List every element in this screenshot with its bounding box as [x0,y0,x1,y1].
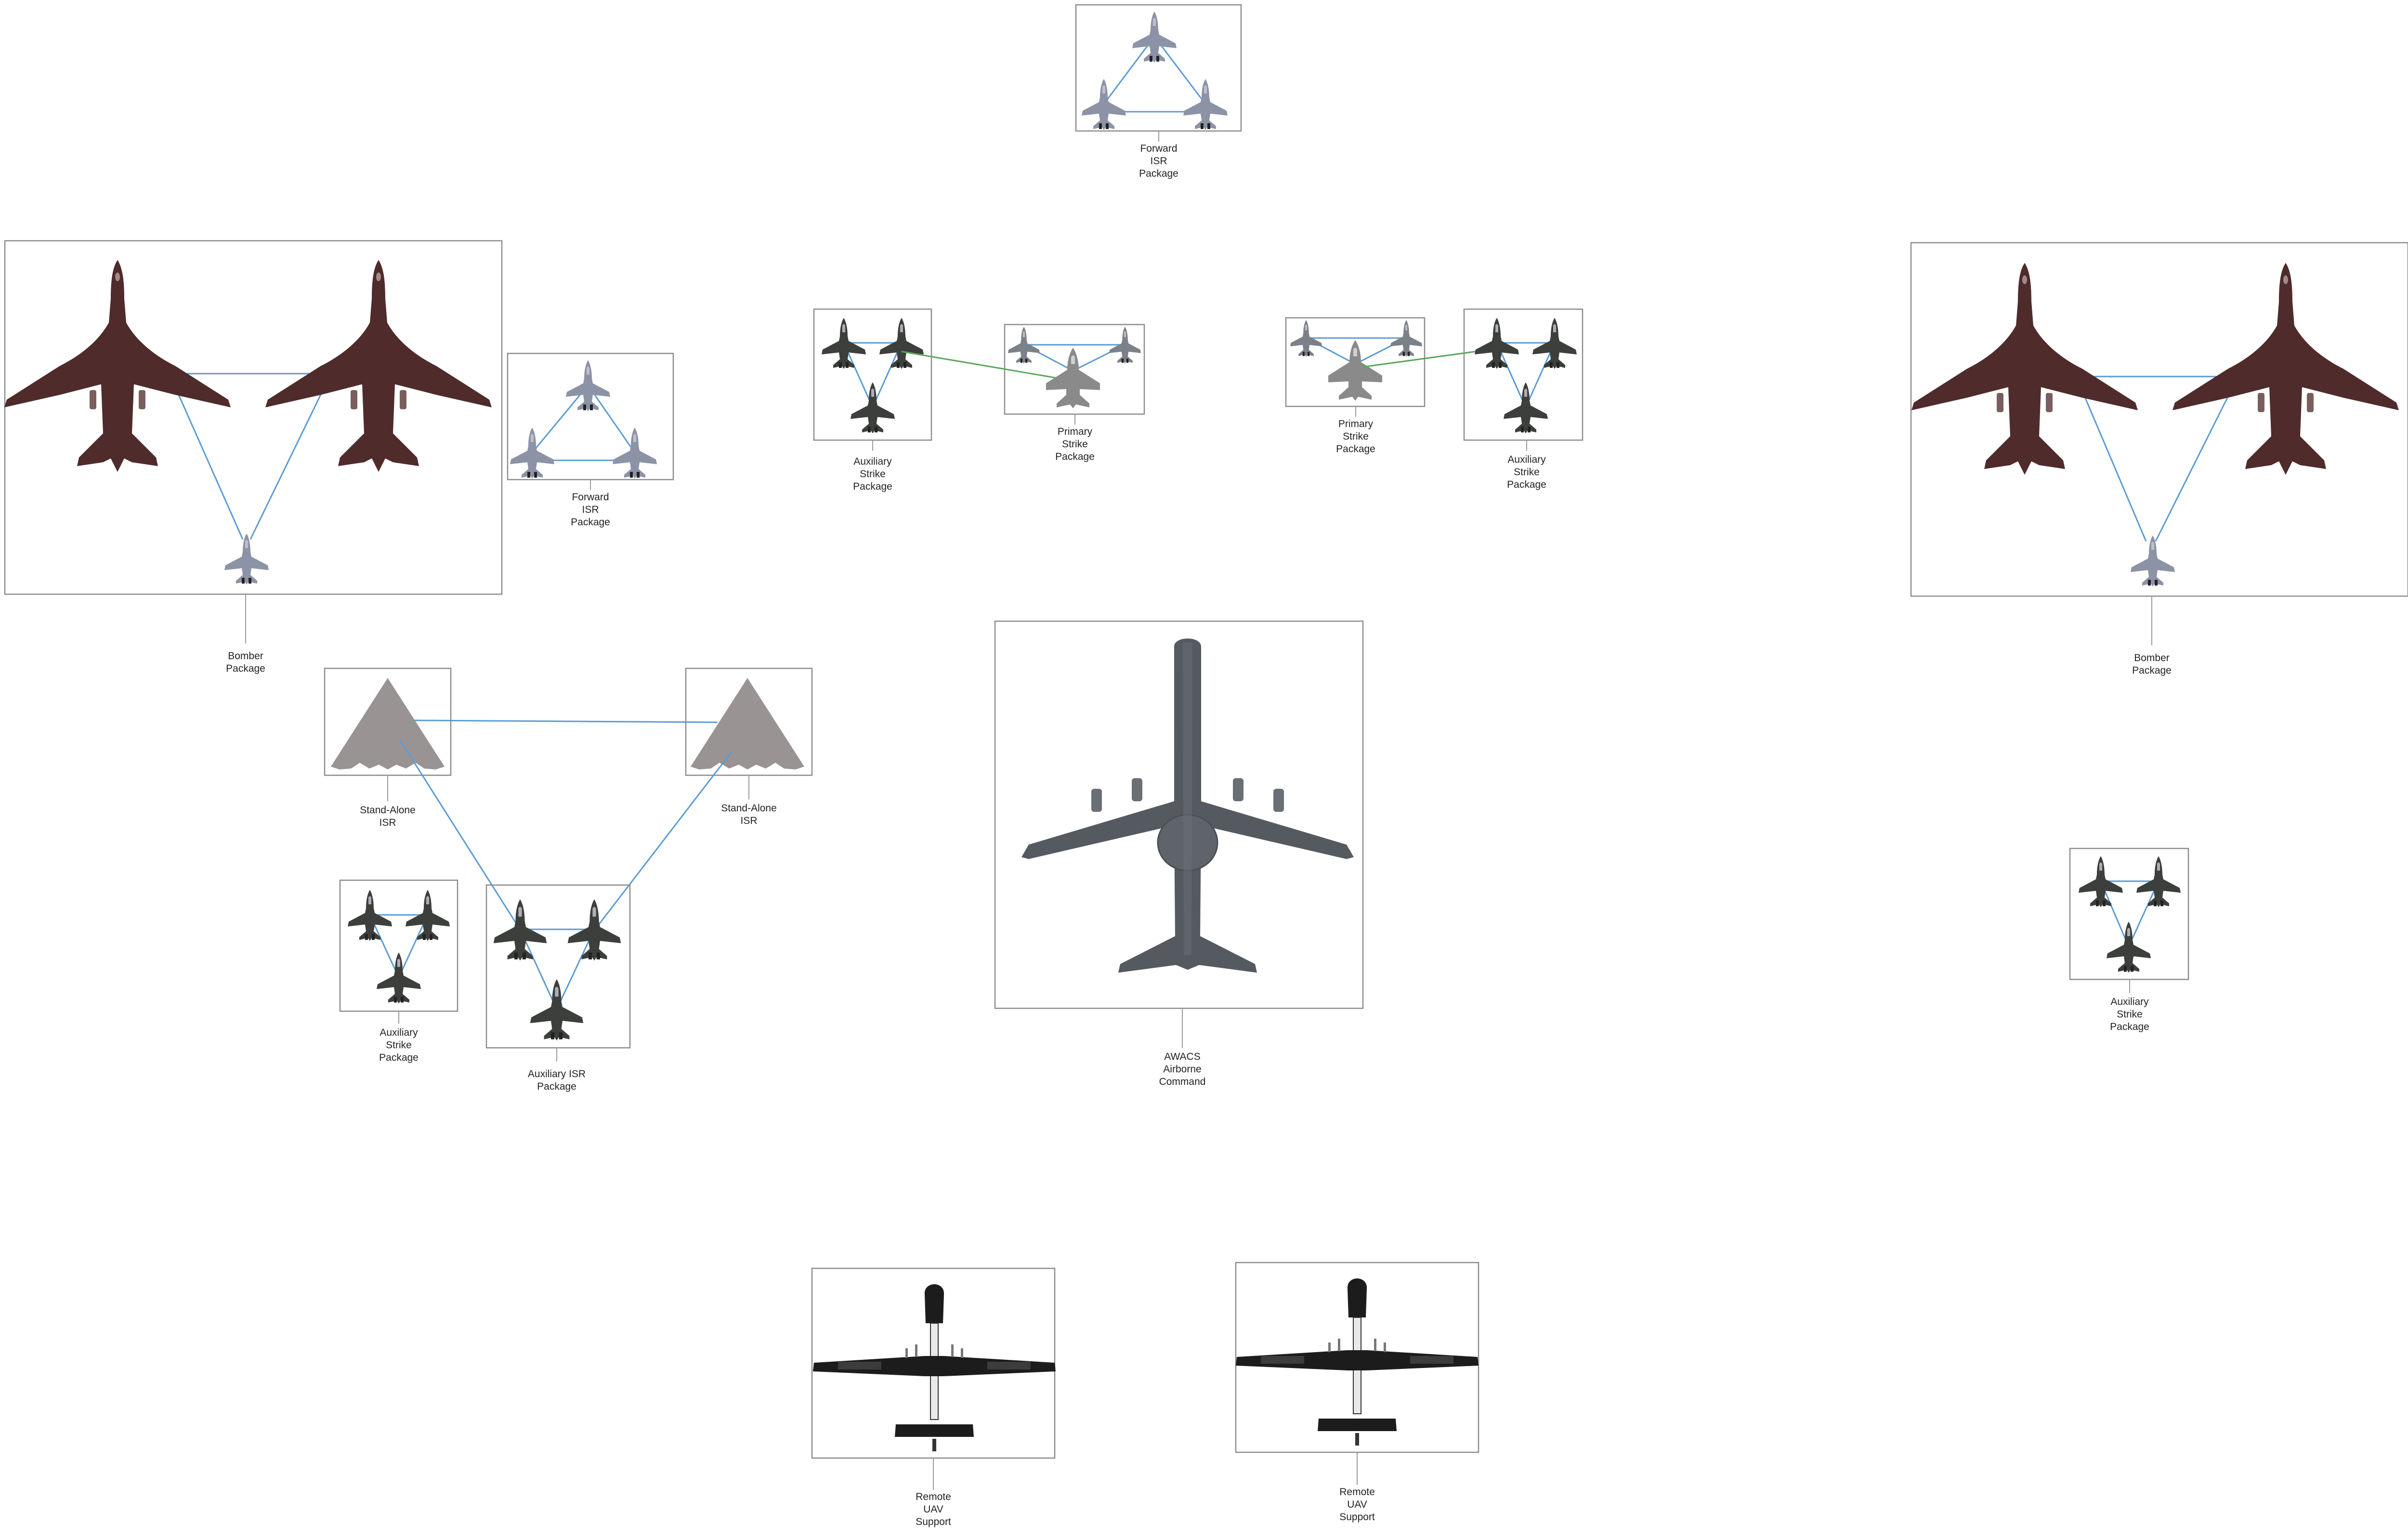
link-line-green [901,351,1072,381]
stealth-fighter-icon [1328,340,1382,401]
fighter-jet-icon [530,979,584,1041]
package-frame [994,620,1364,1009]
link-line [1496,342,1527,408]
fighter-jet-icon [851,382,895,433]
fighter-jet-icon [613,428,657,479]
bomber-package-right [1910,242,2408,645]
package-frame [4,240,503,595]
bomber-icon [4,260,231,472]
package-frame [485,884,631,1049]
link-line [1103,36,1155,104]
fighter-jet-icon [224,534,269,585]
fighter-jet-icon [377,952,421,1004]
flying-wing-icon [331,678,445,769]
link-line [519,929,558,1010]
link-line [399,739,524,935]
fighter-jet-icon [510,428,554,479]
fighter-jet-icon [1132,12,1177,63]
link-line [369,914,400,978]
fighter-jet-icon [1504,382,1548,433]
uav-icon [1235,1278,1479,1446]
fighter-jet-icon [2107,922,2151,973]
auxiliary-strike-package-b [1463,308,1584,451]
link-line [843,342,874,408]
link-line [587,385,636,453]
link-line [531,385,589,453]
remote-uav-support-left [811,1267,1056,1490]
auxiliary-strike-package-a [813,308,932,451]
link-line [2128,881,2159,947]
forward-isr-package-left [507,352,674,490]
link-line [2155,373,2240,542]
uav-icon [812,1284,1056,1452]
link-line [1525,342,1556,408]
link-line [1153,36,1206,104]
standalone-isr-left [324,667,452,801]
fighter-jet-icon [2131,535,2175,587]
remote-uav-support-right [1235,1262,1479,1485]
link-line [414,719,718,723]
link-line [556,929,595,1010]
link-line [590,751,733,935]
primary-strike-package-b [1285,317,1426,417]
bomber-package-left [4,240,503,643]
package-frame [1463,308,1584,441]
forward-isr-package-top [1075,4,1242,142]
package-frame [1910,242,2408,597]
awacs-package [994,620,1364,1048]
link-line [872,342,903,408]
link-line [2100,881,2130,947]
standalone-isr-right [685,667,813,799]
flying-wing-icon [691,678,804,769]
primary-strike-package-a [1004,324,1145,425]
auxiliary-strike-package-d [2069,847,2189,993]
bomber-icon [2172,263,2399,475]
link-line [398,914,429,978]
awacs-aircraft-icon [1021,638,1355,974]
link-line-green [1362,348,1497,368]
link-line [249,370,333,540]
auxiliary-isr-package [485,884,631,1061]
fighter-jet-icon [1082,79,1126,130]
auxiliary-strike-package-c [339,879,458,1024]
fighter-jet-icon [1183,79,1228,130]
